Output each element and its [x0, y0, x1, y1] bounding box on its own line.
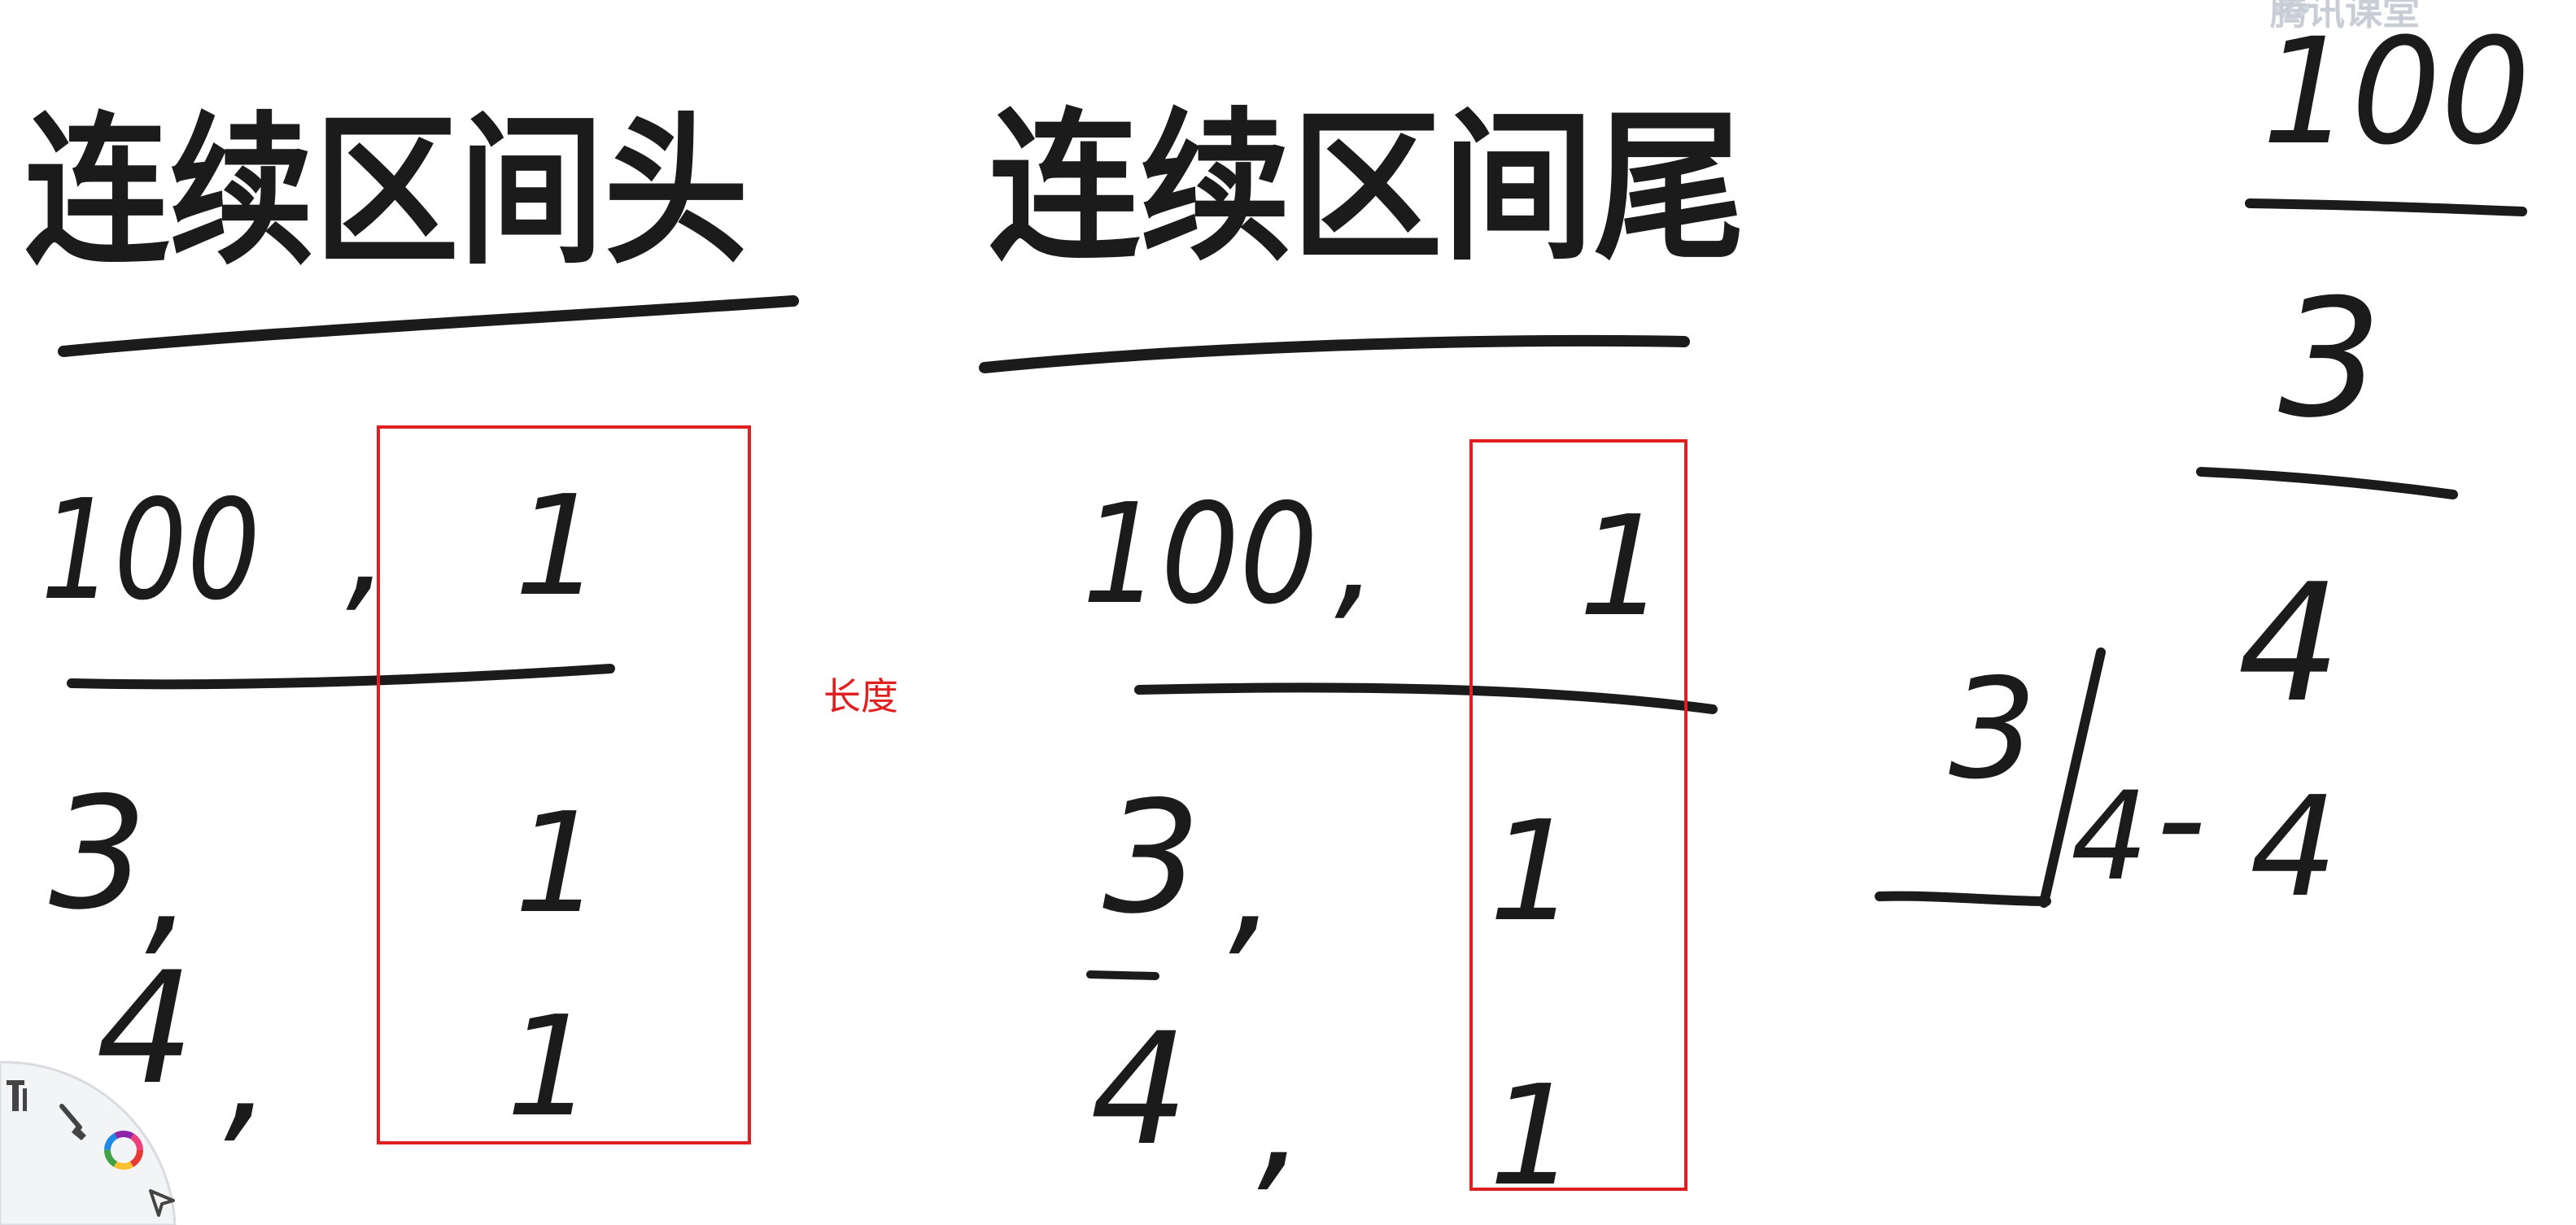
left-row-2-length: 1: [514, 783, 602, 944]
left-divider: [67, 664, 615, 690]
middle-row-1-value: 100: [1082, 474, 1318, 635]
left-row-2-value: 3: [49, 764, 147, 944]
left-row-3-sep: ,: [224, 979, 273, 1159]
brush-icon[interactable]: [59, 1104, 86, 1140]
pointer-icon[interactable]: [149, 1189, 175, 1217]
middle-section: 连续区间尾 100 , 1 3 , 1 4 , 1: [979, 94, 1745, 1217]
middle-row-2-value: 3: [1102, 768, 1201, 948]
left-row-1-sep: ,: [346, 466, 390, 627]
right-sub-op: -: [2156, 739, 2206, 900]
left-row-1-value: 100: [41, 470, 260, 631]
tencent-classroom-logo-icon: [2272, 0, 2311, 23]
left-row-1-length: 1: [514, 466, 602, 627]
middle-heading-underline: [979, 334, 1690, 373]
right-col-value-3: 4: [2238, 549, 2341, 739]
right-sub-a: 4: [2071, 766, 2148, 908]
left-section: 连续区间头 100 , 1 3 , 1 4 , 1: [24, 98, 799, 1159]
tools-icon[interactable]: [7, 1080, 27, 1111]
color-wheel-icon[interactable]: [104, 1131, 143, 1170]
middle-row-3-sep: ,: [1257, 1028, 1306, 1208]
middle-row-2-dash: [1086, 970, 1159, 980]
length-annotation: 长度: [823, 674, 898, 718]
middle-divider: [1134, 682, 1718, 714]
right-sub-bracket: [1875, 647, 2106, 908]
watermark-text: 腾讯课堂: [2270, 0, 2420, 33]
right-divider-2: [2196, 467, 2458, 499]
middle-row-3-value: 4: [1090, 1000, 1189, 1179]
right-col-value-2: 3: [2278, 264, 2382, 454]
right-section: 100 3 4 3 4 - 4: [1875, 7, 2530, 928]
middle-row-1-length: 1: [1578, 486, 1666, 647]
right-sub-b: 4: [2250, 767, 2338, 928]
middle-row-2-sep: ,: [1229, 792, 1277, 972]
left-length-highlight-box: [377, 425, 751, 1144]
left-row-2-sep: ,: [145, 792, 194, 972]
right-sub-left: 3: [1949, 649, 2037, 810]
left-row-3-length: 1: [506, 987, 594, 1148]
left-row-3-value: 4: [96, 939, 194, 1118]
middle-row-1-sep: ,: [1334, 474, 1378, 635]
middle-length-highlight-box: [1469, 439, 1687, 1191]
left-heading: 连续区间头: [24, 98, 749, 287]
left-heading-underline: [58, 295, 799, 357]
right-col-value-1: 100: [2262, 7, 2530, 177]
right-divider-1: [2245, 198, 2527, 216]
pen-tool-palette[interactable]: [0, 1046, 187, 1225]
middle-heading: 连续区间尾: [989, 94, 1745, 283]
middle-row-3-length: 1: [1489, 1056, 1577, 1217]
middle-row-2-length: 1: [1489, 791, 1577, 953]
